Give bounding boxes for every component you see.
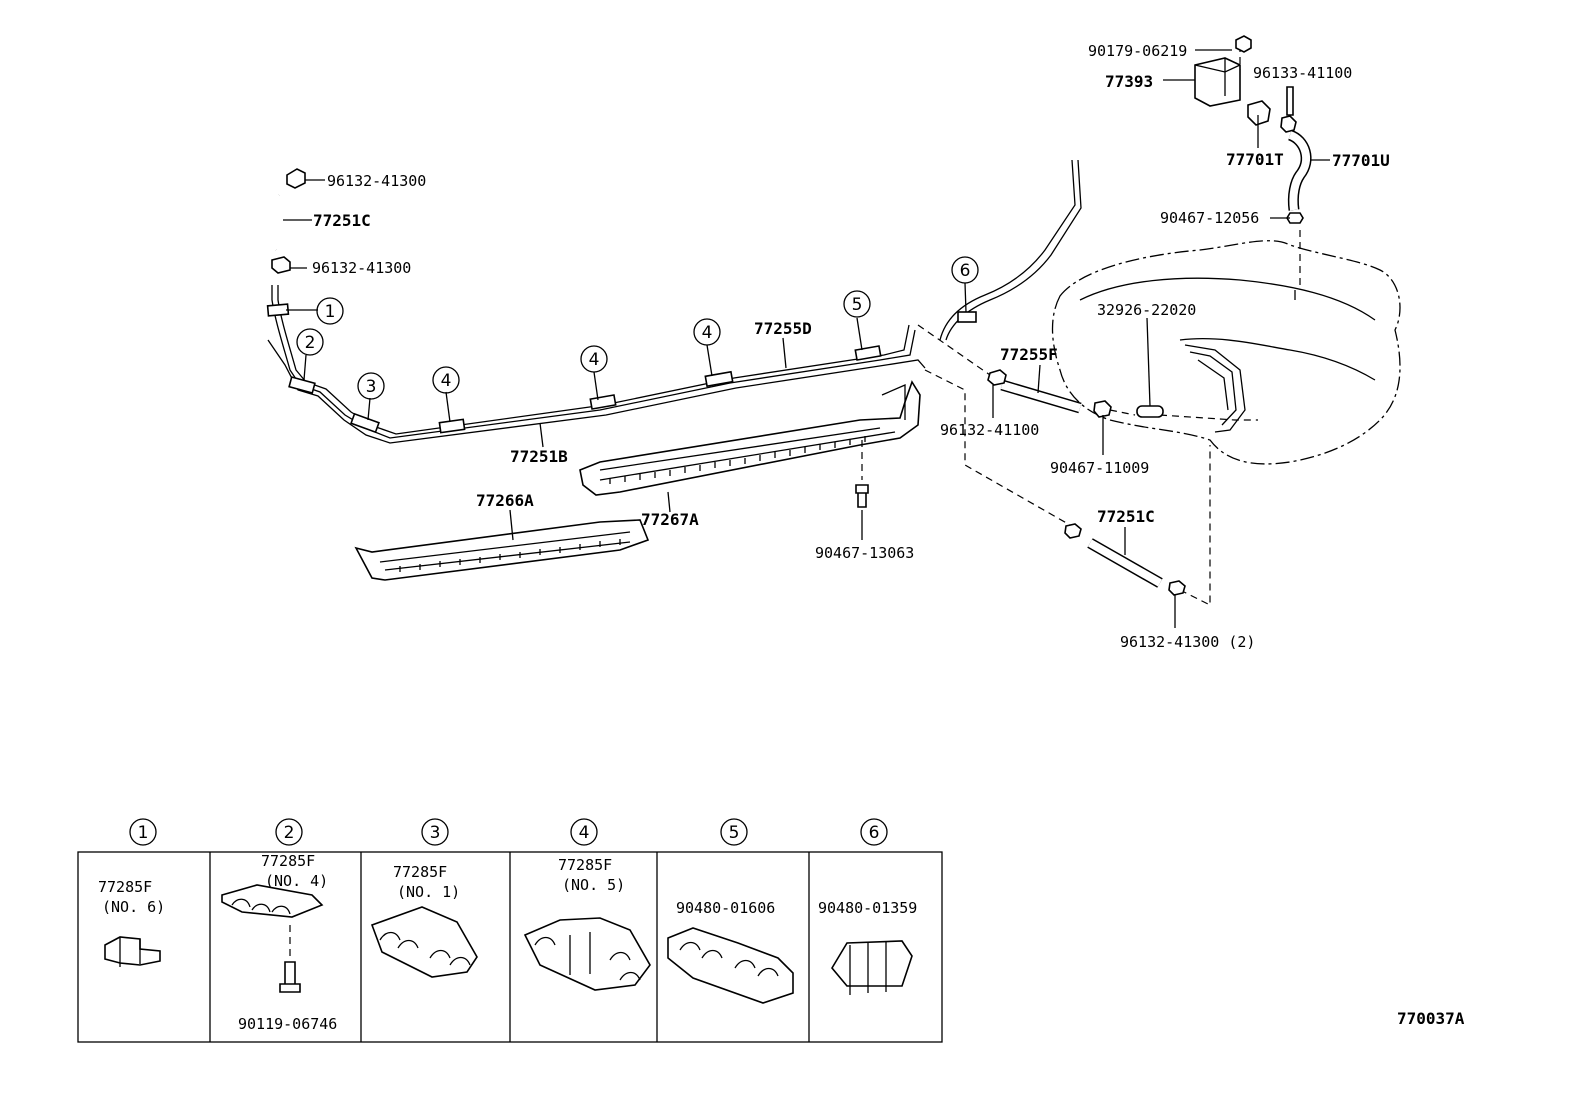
clamp-90480-01606-icon bbox=[667, 927, 794, 1004]
label-90467-12056: 90467-12056 bbox=[1160, 209, 1259, 227]
svg-text:1: 1 bbox=[325, 302, 336, 322]
label-96133-41100: 96133-41100 bbox=[1253, 64, 1352, 82]
callout-2: 2 bbox=[296, 328, 324, 356]
callout-4a: 4 bbox=[432, 366, 460, 394]
label-90467-11009: 90467-11009 bbox=[1050, 459, 1149, 477]
svg-text:4: 4 bbox=[702, 323, 713, 343]
clamp-90480-01359-icon bbox=[831, 940, 913, 987]
inset-clamp-table: 1 2 3 4 5 6 77285F (NO. 6) 77285F (NO. 4… bbox=[77, 818, 943, 1043]
clamp-no1-icon bbox=[370, 906, 478, 978]
inset-cell-2-line2: (NO. 4) bbox=[265, 872, 328, 890]
inset-cell-2-bolt: 90119-06746 bbox=[238, 1015, 337, 1033]
hose-77251C-lower bbox=[1064, 523, 1186, 628]
fuel-tank bbox=[1051, 240, 1401, 465]
inset-cell-6-line1: 90480-01359 bbox=[818, 899, 917, 917]
callout-3: 3 bbox=[357, 372, 385, 400]
label-77701U: 77701U bbox=[1332, 151, 1390, 170]
inset-header-1: 1 bbox=[129, 818, 157, 846]
callout-1: 1 bbox=[316, 297, 344, 325]
inset-header-4: 4 bbox=[570, 818, 598, 846]
inset-header-6: 6 bbox=[860, 818, 888, 846]
bolt-icon bbox=[279, 961, 301, 993]
label-96132-41100: 96132-41100 bbox=[940, 421, 1039, 439]
label-90179-06219: 90179-06219 bbox=[1088, 42, 1187, 60]
inset-cell-1-line2: (NO. 6) bbox=[102, 898, 165, 916]
svg-text:5: 5 bbox=[852, 295, 863, 315]
callout-5: 5 bbox=[843, 290, 871, 318]
label-32926-22020: 32926-22020 bbox=[1097, 301, 1196, 319]
label-96132-41300-mid: 96132-41300 bbox=[312, 259, 411, 277]
inset-header-2: 2 bbox=[275, 818, 303, 846]
inset-cell-5-line1: 90480-01606 bbox=[676, 899, 775, 917]
label-77251C-top: 77251C bbox=[313, 211, 371, 230]
svg-text:6: 6 bbox=[960, 261, 971, 281]
protector-77267A bbox=[579, 380, 921, 540]
protector-77266A bbox=[354, 509, 650, 581]
inset-header-3: 3 bbox=[421, 818, 449, 846]
label-77267A: 77267A bbox=[641, 510, 699, 529]
svg-text:2: 2 bbox=[284, 823, 295, 843]
diagram-id: 770037A bbox=[1397, 1009, 1465, 1028]
inset-cell-3-line1: 77285F bbox=[393, 863, 447, 881]
label-96132-41300-2: 96132-41300 (2) bbox=[1120, 633, 1255, 651]
svg-text:4: 4 bbox=[441, 371, 452, 391]
canister-77393 bbox=[1163, 35, 1330, 224]
inset-cell-2-line1: 77285F bbox=[261, 852, 315, 870]
inset-cell-3-line2: (NO. 1) bbox=[397, 883, 460, 901]
callout-6: 6 bbox=[951, 256, 979, 284]
vent-tube-6 bbox=[939, 159, 1082, 341]
svg-text:4: 4 bbox=[579, 823, 590, 843]
svg-text:2: 2 bbox=[305, 333, 316, 353]
fuel-tube-assembly bbox=[266, 285, 926, 448]
inset-cell-4-line2: (NO. 5) bbox=[562, 876, 625, 894]
callout-4c: 4 bbox=[693, 318, 721, 346]
svg-text:1: 1 bbox=[138, 823, 149, 843]
svg-text:4: 4 bbox=[589, 350, 600, 370]
callout-4b: 4 bbox=[580, 345, 608, 373]
label-90467-13063: 90467-13063 bbox=[815, 544, 914, 562]
inset-header-5: 5 bbox=[720, 818, 748, 846]
hose-77255F bbox=[987, 317, 1164, 455]
inset-cell-4-line1: 77285F bbox=[558, 856, 612, 874]
label-77251C-lower: 77251C bbox=[1097, 507, 1155, 526]
label-77701T: 77701T bbox=[1226, 150, 1284, 169]
inset-cell-1-line1: 77285F bbox=[98, 878, 152, 896]
label-77393: 77393 bbox=[1105, 72, 1153, 91]
label-77255D: 77255D bbox=[754, 319, 812, 338]
label-77266A: 77266A bbox=[476, 491, 534, 510]
label-96132-41300-top: 96132-41300 bbox=[327, 172, 426, 190]
label-77251B: 77251B bbox=[510, 447, 568, 466]
clamp-no4-icon bbox=[221, 884, 324, 918]
clamp-no5-icon bbox=[523, 917, 651, 991]
clamp-no6-icon bbox=[104, 936, 161, 966]
svg-text:5: 5 bbox=[729, 823, 740, 843]
svg-text:3: 3 bbox=[430, 823, 441, 843]
upper-left-hose-assembly bbox=[268, 168, 325, 274]
svg-text:3: 3 bbox=[366, 377, 377, 397]
label-77255F: 77255F bbox=[1000, 345, 1058, 364]
svg-text:6: 6 bbox=[869, 823, 880, 843]
